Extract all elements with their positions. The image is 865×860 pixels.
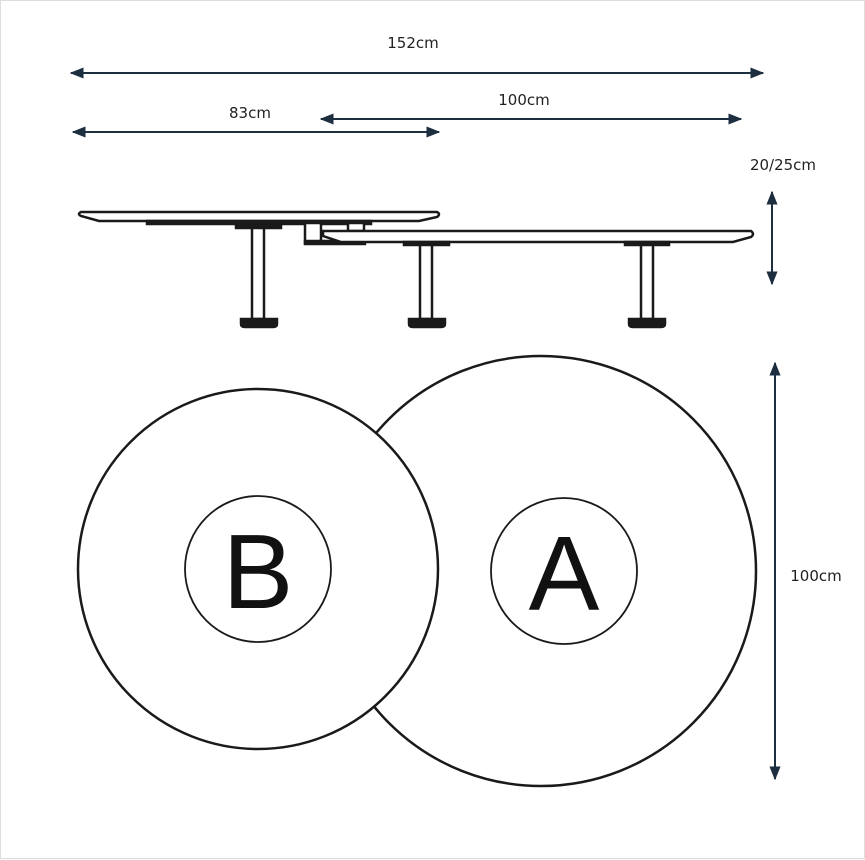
depth-label: 100cm — [790, 567, 842, 585]
table-a-label: A — [529, 515, 600, 633]
total-width-label: 152cm — [387, 34, 439, 52]
table-a-width-label: 100cm — [498, 91, 550, 109]
height-label: 20/25cm — [750, 156, 816, 174]
table-a-badge — [490, 497, 638, 645]
side-view — [77, 210, 755, 329]
table-b-label: B — [223, 513, 294, 631]
table-b-width-label: 83cm — [229, 104, 271, 122]
table-b-badge — [184, 495, 332, 643]
top-view — [76, 354, 758, 788]
